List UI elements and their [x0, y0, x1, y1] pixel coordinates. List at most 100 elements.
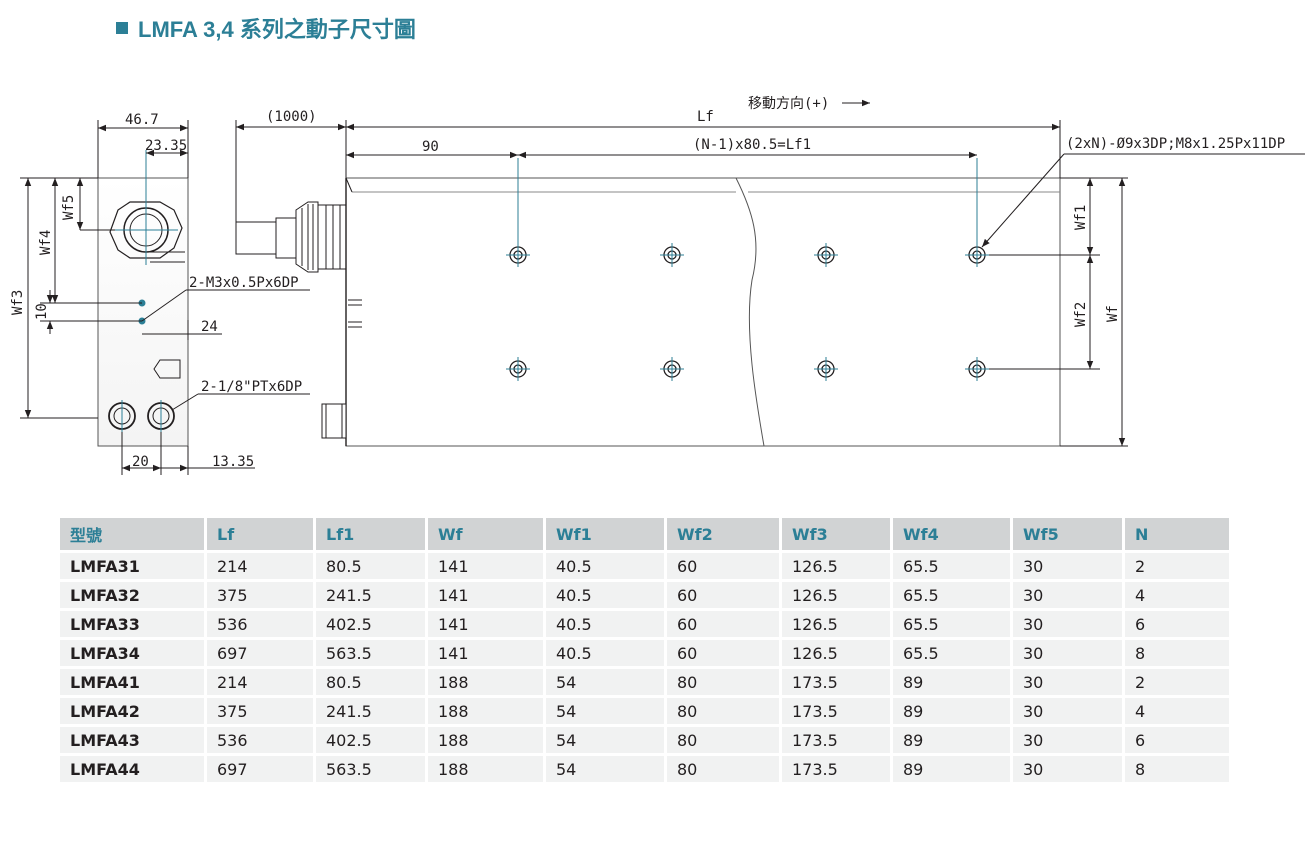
dim-46-7: 46.7 — [125, 112, 159, 128]
cell: 241.5 — [313, 698, 425, 724]
cell: 80 — [664, 698, 779, 724]
cell: 375 — [204, 582, 313, 608]
cell: 65.5 — [890, 640, 1010, 666]
cell: 40.5 — [543, 582, 664, 608]
dim-wf4: Wf4 — [38, 230, 54, 255]
dim-13-35: 13.35 — [212, 454, 254, 470]
direction-label: 移動方向(+) — [748, 96, 829, 112]
callout-m3-holes: 2-M3x0.5Px6DP — [189, 275, 299, 291]
dim-wf: Wf — [1105, 305, 1121, 322]
dim-wf1: Wf1 — [1073, 205, 1089, 230]
cell: 54 — [543, 669, 664, 695]
cell: 6 — [1122, 727, 1229, 753]
cell: 188 — [425, 698, 543, 724]
dim-lf1: (N-1)x80.5=Lf1 — [693, 137, 811, 153]
cell: 563.5 — [313, 756, 425, 782]
callout-mounting-holes: (2xN)-Ø9x3DP;M8x1.25Px11DP — [1066, 136, 1285, 152]
cell: 80 — [664, 727, 779, 753]
cell: LMFA33 — [60, 611, 204, 637]
dimension-table: 型號 Lf Lf1 Wf Wf1 Wf2 Wf3 Wf4 Wf5 N LMFA3… — [60, 515, 1229, 785]
cell: 65.5 — [890, 582, 1010, 608]
cell: 30 — [1010, 582, 1122, 608]
cell: 2 — [1122, 553, 1229, 579]
cell: 60 — [664, 611, 779, 637]
cell: 80.5 — [313, 553, 425, 579]
dim-wf2: Wf2 — [1073, 302, 1089, 327]
cell: 141 — [425, 582, 543, 608]
cell: LMFA44 — [60, 756, 204, 782]
cell: 214 — [204, 669, 313, 695]
top-view — [235, 99, 1305, 447]
col-wf1: Wf1 — [543, 518, 664, 550]
cell: 30 — [1010, 669, 1122, 695]
cell: 402.5 — [313, 727, 425, 753]
col-wf2: Wf2 — [664, 518, 779, 550]
cell: 126.5 — [779, 640, 890, 666]
table-header-row: 型號 Lf Lf1 Wf Wf1 Wf2 Wf3 Wf4 Wf5 N — [60, 518, 1229, 550]
cell: LMFA42 — [60, 698, 204, 724]
cell: 173.5 — [779, 727, 890, 753]
cell: 126.5 — [779, 611, 890, 637]
cell: 8 — [1122, 640, 1229, 666]
cell: 188 — [425, 727, 543, 753]
col-wf3: Wf3 — [779, 518, 890, 550]
cell: 80.5 — [313, 669, 425, 695]
cell: 30 — [1010, 553, 1122, 579]
cell: 65.5 — [890, 553, 1010, 579]
cell: 536 — [204, 611, 313, 637]
cell: 54 — [543, 727, 664, 753]
cell: 60 — [664, 640, 779, 666]
col-wf5: Wf5 — [1010, 518, 1122, 550]
dim-wf3: Wf3 — [10, 290, 26, 315]
cell: 141 — [425, 611, 543, 637]
cell: 30 — [1010, 611, 1122, 637]
dim-cable-length: (1000) — [266, 109, 317, 125]
cell: 173.5 — [779, 669, 890, 695]
cell: 697 — [204, 756, 313, 782]
cell: 30 — [1010, 727, 1122, 753]
cell: 173.5 — [779, 698, 890, 724]
cell: 89 — [890, 698, 1010, 724]
cell: 126.5 — [779, 553, 890, 579]
cell: LMFA41 — [60, 669, 204, 695]
col-wf: Wf — [425, 518, 543, 550]
cell: 2 — [1122, 669, 1229, 695]
title-bullet-icon — [116, 22, 128, 34]
cell: 188 — [425, 756, 543, 782]
cell: 126.5 — [779, 582, 890, 608]
cell: 80 — [664, 756, 779, 782]
cell: 80 — [664, 669, 779, 695]
end-view-body — [97, 177, 189, 447]
cell: 402.5 — [313, 611, 425, 637]
forcer-body — [345, 177, 771, 447]
col-n: N — [1122, 518, 1229, 550]
cell: 241.5 — [313, 582, 425, 608]
cable — [235, 221, 277, 255]
cell: 30 — [1010, 640, 1122, 666]
cell: 54 — [543, 698, 664, 724]
cell: 697 — [204, 640, 313, 666]
col-model: 型號 — [60, 518, 204, 550]
cell: 563.5 — [313, 640, 425, 666]
callout-pt-ports: 2-1/8"PTx6DP — [201, 379, 302, 395]
cell: 214 — [204, 553, 313, 579]
cell: 89 — [890, 756, 1010, 782]
cell: 60 — [664, 582, 779, 608]
cell: 141 — [425, 553, 543, 579]
cell: LMFA31 — [60, 553, 204, 579]
cell: 6 — [1122, 611, 1229, 637]
dim-23-35: 23.35 — [145, 138, 187, 154]
cell: 60 — [664, 553, 779, 579]
cell: 4 — [1122, 582, 1229, 608]
cell: 8 — [1122, 756, 1229, 782]
title-text: LMFA 3,4 系列之動子尺寸圖 — [138, 17, 416, 42]
cell: LMFA32 — [60, 582, 204, 608]
cell: 141 — [425, 640, 543, 666]
